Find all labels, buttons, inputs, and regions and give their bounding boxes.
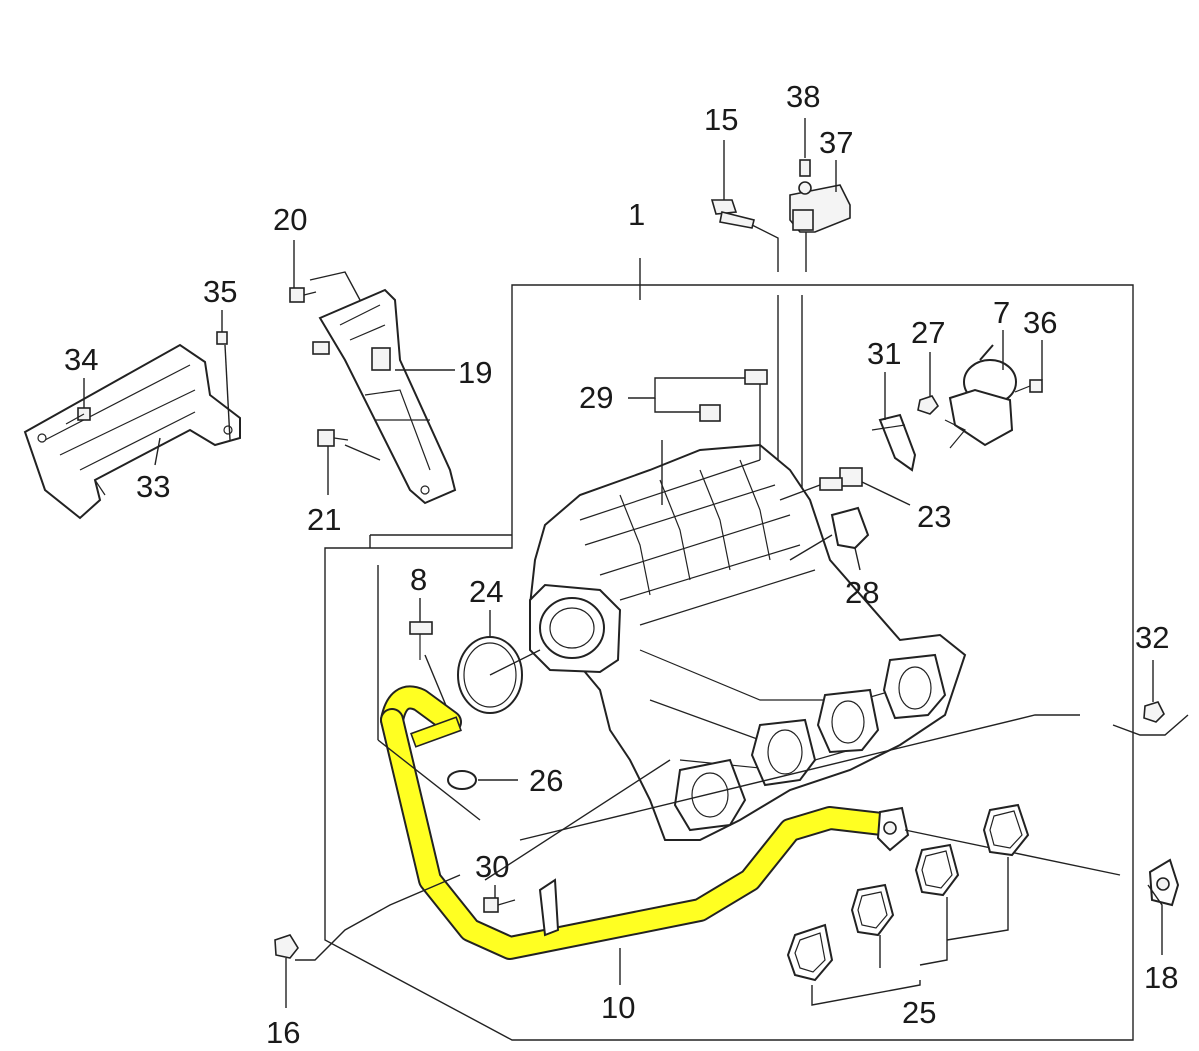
intake-manifold-1: [484, 285, 967, 881]
callout-38: 38: [786, 79, 820, 114]
callout-10: 10: [601, 990, 635, 1025]
callout-28: 28: [845, 575, 879, 610]
callout-34: 34: [64, 342, 98, 377]
callout-8: 8: [410, 562, 427, 597]
callout-26: 26: [529, 763, 563, 798]
connector-28: [789, 506, 870, 571]
bolt-30: [295, 874, 560, 961]
callout-23: 23: [917, 499, 951, 534]
callout-1: 1: [628, 197, 645, 232]
actuator-7: [944, 330, 1017, 449]
bolt-38: [798, 118, 812, 195]
callout-16: 16: [266, 1015, 300, 1050]
callout-30: 30: [475, 849, 509, 884]
bolt-20: [289, 240, 361, 303]
callout-21: 21: [307, 502, 341, 537]
bracket-33: [23, 343, 241, 520]
callout-15: 15: [704, 102, 738, 137]
bolts-29: [628, 369, 768, 505]
sensor-23: [779, 467, 911, 506]
coolant-pipe-10: [377, 565, 1121, 985]
callout-37: 37: [819, 125, 853, 160]
assembly-frame-lines: [324, 258, 1134, 1041]
callout-18: 18: [1144, 960, 1178, 995]
bracket-19: [312, 288, 457, 505]
bracket-31: [871, 372, 917, 472]
gasket-18: [1147, 858, 1180, 955]
gasket-26: [447, 770, 518, 790]
gasket-24: [457, 610, 541, 714]
callout-33: 33: [136, 469, 170, 504]
bolt-36: [1014, 340, 1043, 393]
nut-32: [519, 660, 1189, 841]
callout-7: 7: [993, 295, 1010, 330]
callout-35: 35: [203, 274, 237, 309]
callout-36: 36: [1023, 305, 1057, 340]
sensor-37: [789, 160, 851, 500]
bolt-34: [65, 378, 91, 425]
bolt-35: [216, 310, 228, 345]
port-gaskets-25: [786, 803, 1030, 1006]
callout-labels: 1 7 8 10 15 16 18 19 20 21 23 24 25 26 2…: [64, 79, 1178, 1050]
callout-31: 31: [867, 336, 901, 371]
callout-20: 20: [273, 202, 307, 237]
callout-24: 24: [469, 574, 503, 609]
callout-32: 32: [1135, 620, 1169, 655]
callout-25: 25: [902, 995, 936, 1030]
nut-27: [917, 352, 940, 415]
callout-29: 29: [579, 380, 613, 415]
callout-27: 27: [911, 315, 945, 350]
bolt-21: [317, 429, 381, 495]
nut-16: [274, 934, 299, 1008]
callout-19: 19: [458, 355, 492, 390]
